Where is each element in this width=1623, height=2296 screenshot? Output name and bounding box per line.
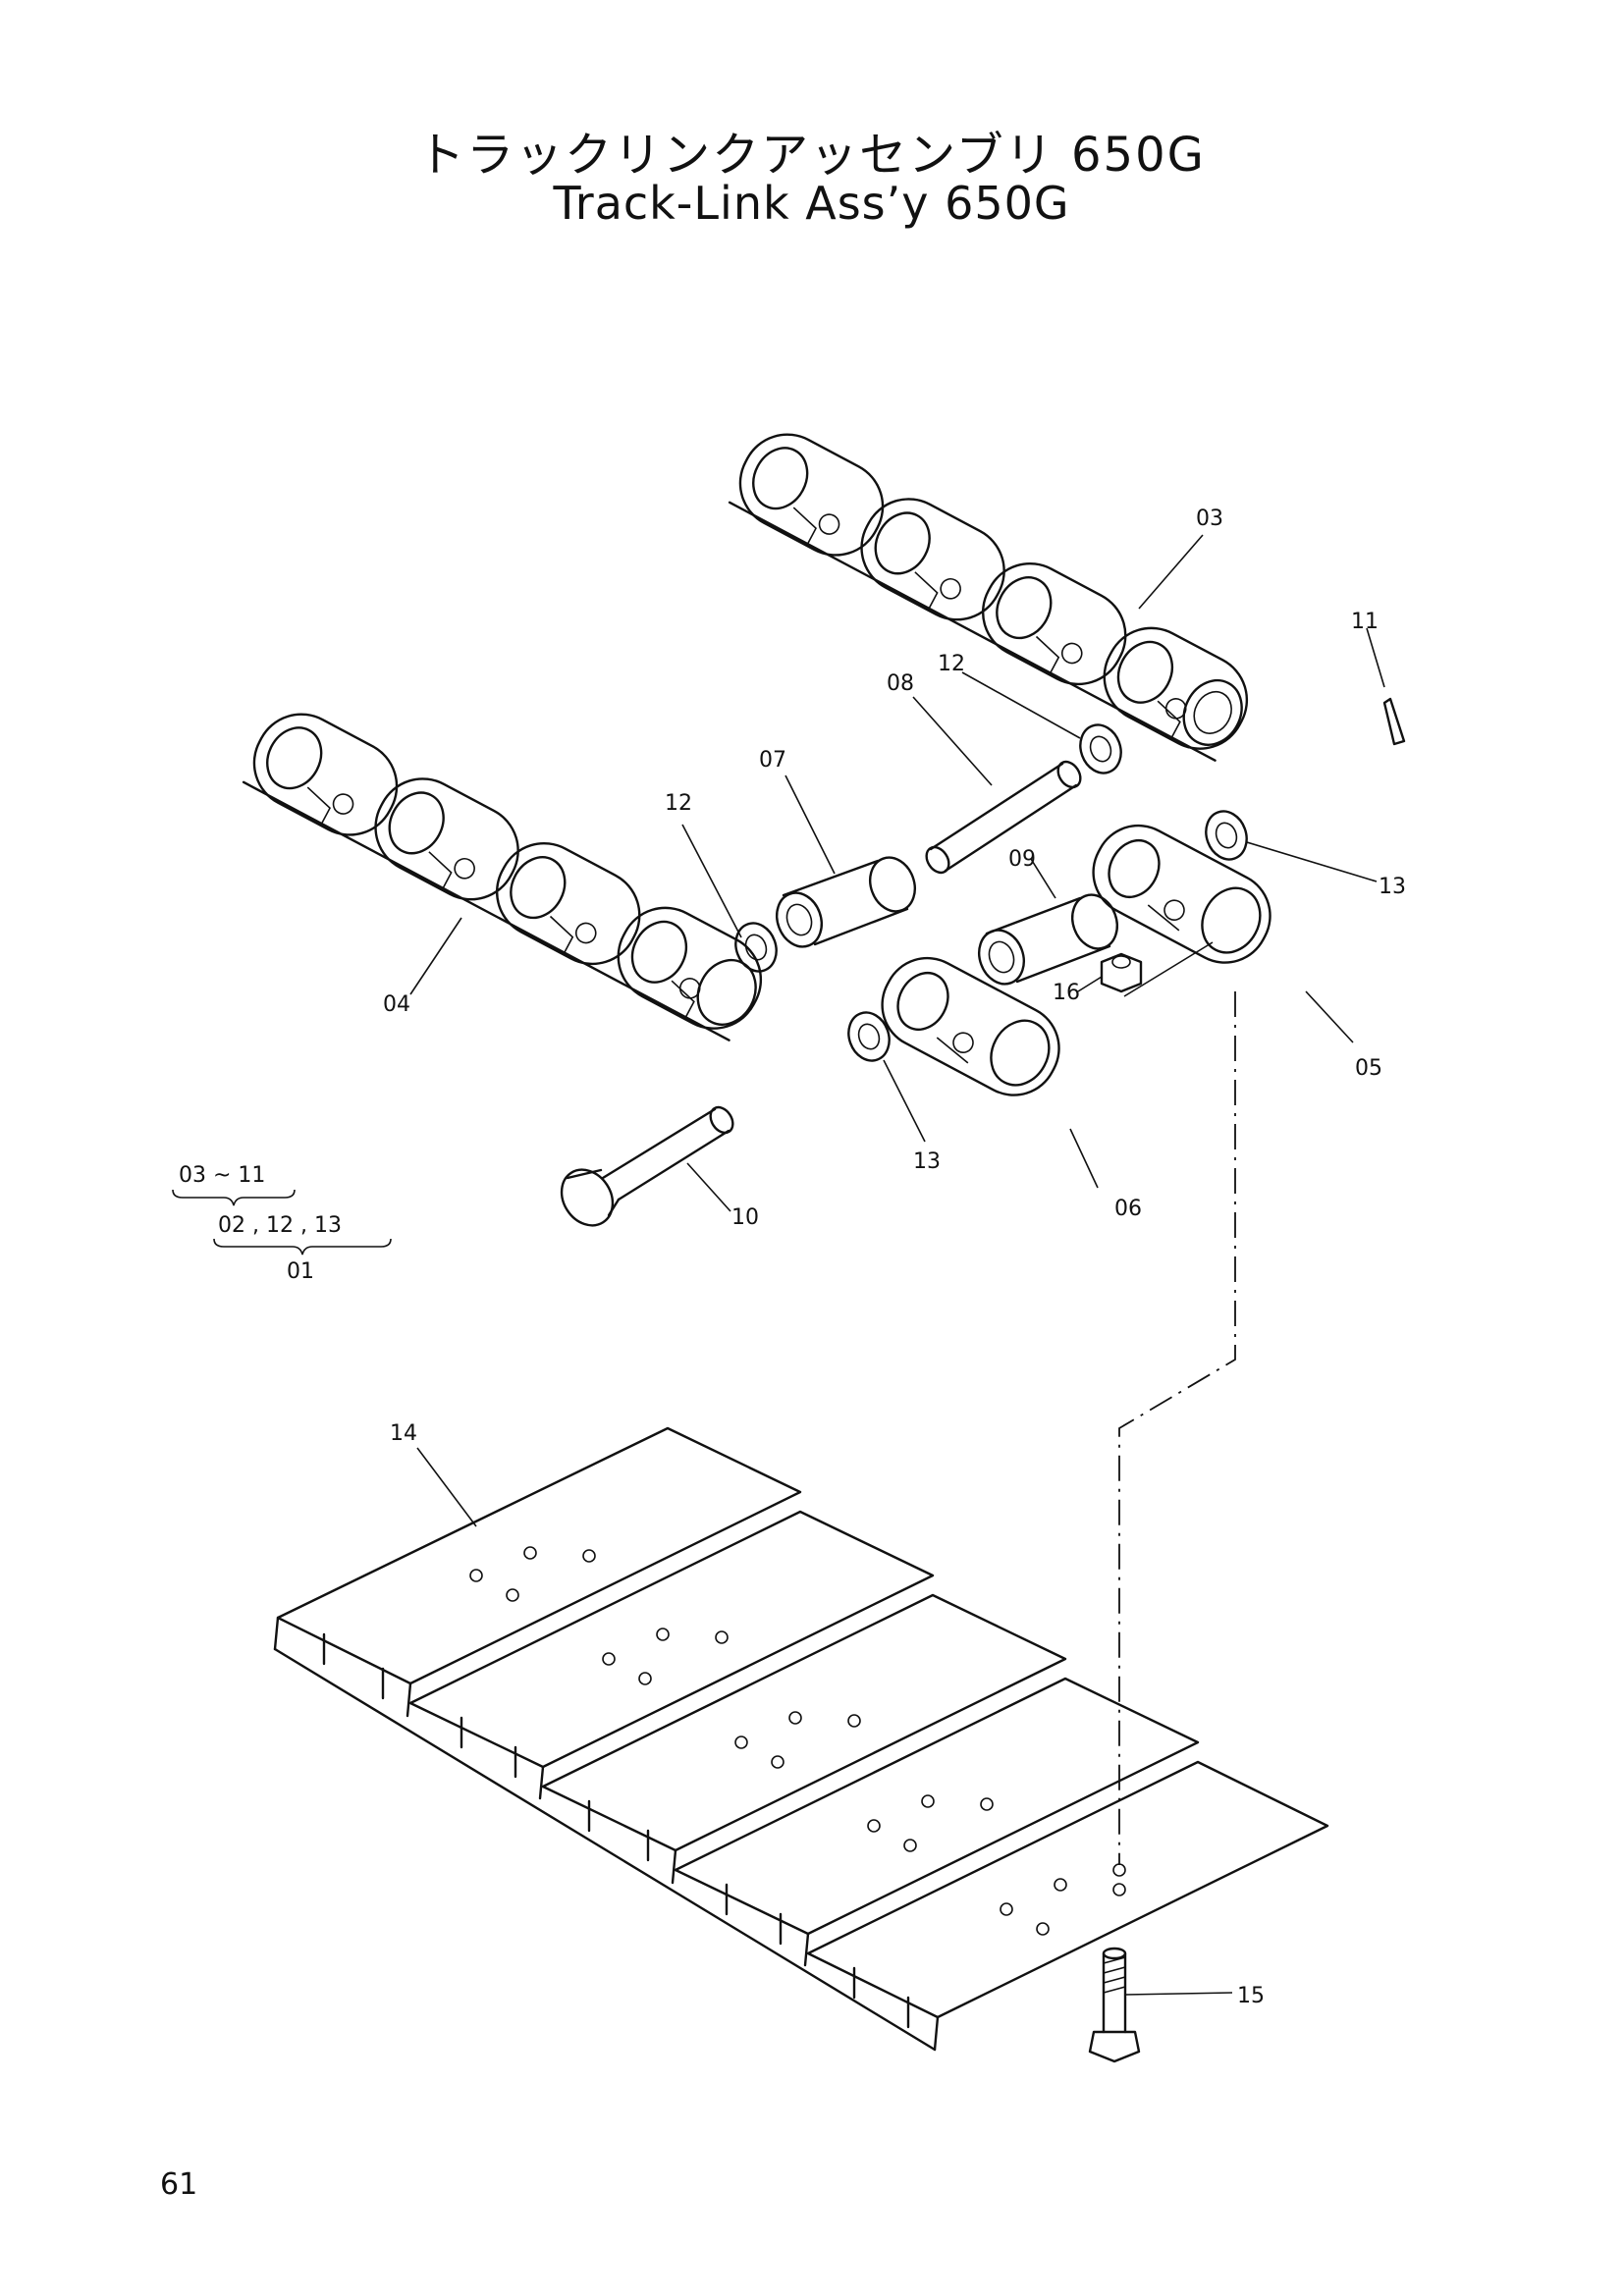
callout-11: 11 (1351, 610, 1379, 634)
callout-07: 07 (759, 748, 786, 773)
callout-labels: 03 11 12 08 07 12 13 09 16 04 05 13 06 1… (383, 507, 1406, 2008)
seal-washers (734, 723, 1248, 1062)
callout-06: 06 (1114, 1197, 1142, 1221)
shoe-nut (1100, 952, 1143, 993)
master-link-right (1092, 824, 1271, 964)
callout-10: 10 (731, 1205, 759, 1230)
track-bushing (776, 856, 916, 948)
callout-13-lower: 13 (913, 1149, 941, 1174)
shoe-bolt (1088, 1947, 1141, 2063)
assembly-key-line2: 02 , 12 , 13 (218, 1213, 342, 1238)
track-shoes (273, 1426, 1329, 2052)
track-link-chain-upper (728, 433, 1249, 762)
callout-12-lower: 12 (665, 791, 692, 816)
callout-08: 08 (887, 671, 914, 696)
callout-05: 05 (1355, 1056, 1382, 1081)
master-bushing (978, 893, 1118, 986)
assembly-key: 03 ~ 11 02 , 12 , 13 01 (172, 1163, 392, 1284)
assembly-key-line3: 01 (287, 1259, 314, 1284)
track-link-chain-lower (242, 713, 763, 1041)
assembly-centerline (1118, 991, 1236, 1865)
track-pin (925, 760, 1082, 875)
assembly-key-line1: 03 ~ 11 (179, 1163, 265, 1188)
page-title-english: Track-Link Ass’y 650G (553, 177, 1070, 230)
callout-14: 14 (390, 1421, 417, 1446)
master-pin (560, 1105, 734, 1227)
callout-04: 04 (383, 992, 410, 1017)
callout-09: 09 (1008, 847, 1036, 872)
master-link-left (881, 956, 1060, 1096)
callout-03: 03 (1196, 507, 1223, 531)
cotter-pin (1382, 697, 1406, 746)
page-title-japanese: トラックリンクアッセンブリ 650G (417, 128, 1206, 183)
page-number: 61 (160, 2167, 198, 2202)
leader-lines (409, 534, 1385, 1996)
callout-16: 16 (1053, 981, 1080, 1005)
callout-15: 15 (1237, 1984, 1265, 2008)
callout-13-upper: 13 (1379, 875, 1406, 899)
callout-12-upper: 12 (938, 652, 965, 676)
